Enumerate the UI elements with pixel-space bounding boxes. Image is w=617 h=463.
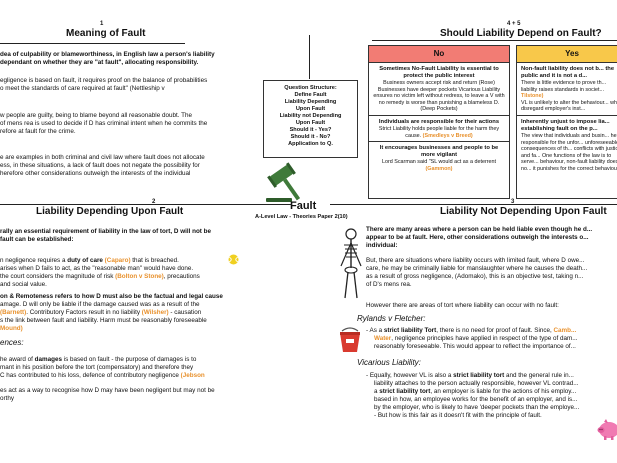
- section-title-meaning-of-fault: Meaning of Fault: [66, 28, 146, 39]
- meaning-intro: dea of culpability or blameworthiness, i…: [0, 51, 215, 67]
- question-structure-box: Question Structure: Define Fault Liabili…: [263, 80, 358, 158]
- no-column: No Sometimes No-Fault Liability is essen…: [368, 45, 510, 199]
- section-number-2: 2: [152, 199, 156, 205]
- divider-bottom-left: [0, 204, 292, 205]
- section-title-liability-depending: Liability Depending Upon Fault: [36, 206, 184, 217]
- yes-column: Yes Non-fault liability does not b... th…: [516, 45, 617, 199]
- no-cell-vigilant: It encourages businesses and people to b…: [379, 145, 499, 172]
- depending-para-damages: he award of damages is based on fault - …: [0, 356, 205, 380]
- section-number-1: 1: [100, 21, 104, 27]
- depending-para-causation: on & Remoteness refers to how D must als…: [0, 293, 223, 333]
- section-title-should-liability: Should Liability Depend on Fault?: [440, 28, 602, 39]
- divider-top-left: [0, 43, 185, 44]
- no-header: No: [369, 46, 509, 63]
- defences-subheading: ences:: [0, 338, 24, 347]
- depending-intro: rally an essential requirement of liabil…: [0, 228, 211, 244]
- not-depending-intro: There are many areas where a person can …: [366, 226, 593, 250]
- not-depending-para-adomako: But, there are situations where liabilit…: [366, 257, 588, 289]
- meaning-para-criminal: w people are guilty, being to blame beyo…: [0, 112, 208, 136]
- divider-bottom-right: [330, 204, 617, 205]
- skeleton-icon: [340, 228, 362, 299]
- yes-cell-public: Non-fault liability does not b... the pu…: [517, 63, 617, 116]
- not-depending-para-tort: However there are areas of tort where li…: [366, 302, 559, 309]
- section-number-4-5: 4 + 5: [507, 21, 521, 27]
- no-cell-public-interest: Sometimes No-Fault Liability is essentia…: [369, 63, 509, 116]
- gavel-icon: [266, 162, 301, 202]
- yes-cell-unjust: Inherently unjust to impose lia... estab…: [521, 118, 617, 172]
- rylands-text: - As a strict liability Tort, there is n…: [366, 327, 578, 351]
- meaning-para-examples: e are examples in both criminal and civi…: [0, 154, 205, 178]
- pig-icon: [597, 419, 617, 440]
- depending-para-duty: n negligence requires a duty of care (Ca…: [0, 257, 200, 289]
- fault-subtitle: A-Level Law - Theories Paper 2(10): [255, 214, 348, 220]
- meaning-para-negligence: egligence is based on fault, it requires…: [0, 77, 208, 93]
- tennis-ball-icon: [228, 254, 239, 265]
- section-title-liability-not-depending: Liability Not Depending Upon Fault: [440, 206, 607, 217]
- vicarious-text: - Equally, however VL is also a strict l…: [366, 372, 580, 420]
- divider-top-right: [372, 40, 617, 41]
- no-cell-individuals: Individuals are responsible for their ac…: [369, 116, 509, 143]
- depending-para-defences: es act as a way to recognise how D may h…: [0, 387, 215, 403]
- fault-title: Fault: [290, 200, 317, 212]
- yes-header: Yes: [517, 46, 617, 63]
- vicarious-heading: Vicarious Liability:: [357, 358, 421, 367]
- center-line-top: [309, 35, 310, 79]
- bucket-icon: [340, 327, 360, 352]
- rylands-heading: Rylands v Fletcher:: [357, 314, 426, 323]
- section-number-3: 3: [511, 199, 515, 205]
